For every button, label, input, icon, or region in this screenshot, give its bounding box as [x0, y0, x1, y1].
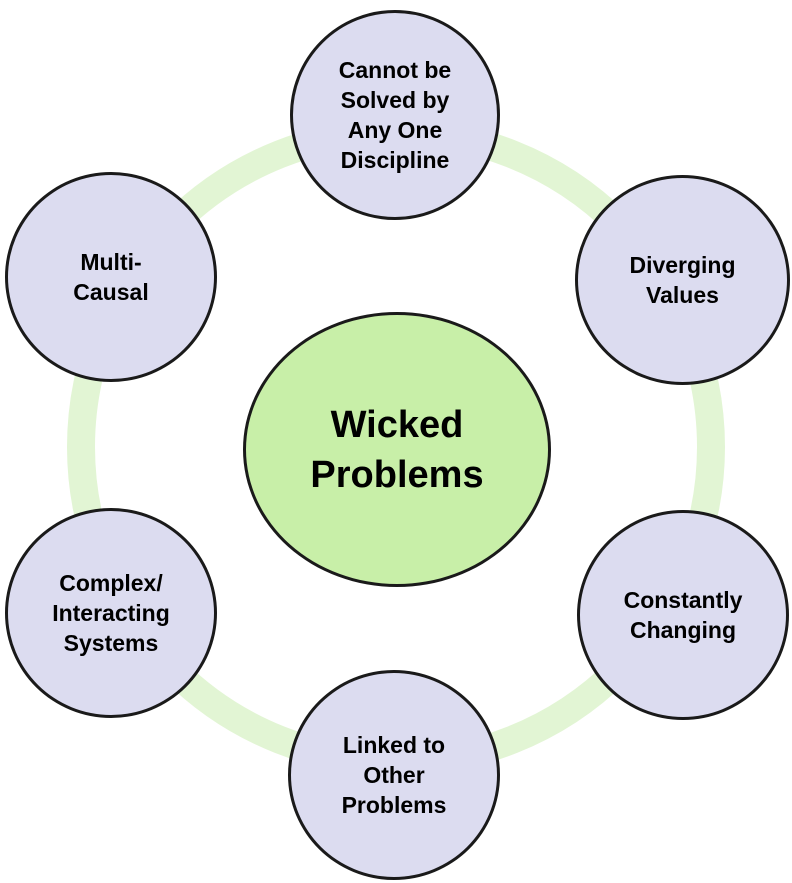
node-constantly-changing: Constantly Changing: [577, 510, 789, 720]
center-label: Wicked Problems: [310, 403, 484, 496]
node-label: Cannot be Solved by Any One Discipline: [338, 57, 452, 173]
node-label: Linked to Other Problems: [341, 732, 447, 818]
node-linked-to-other-problems: Linked to Other Problems: [288, 670, 500, 880]
center-node-wicked-problems: Wicked Problems: [243, 312, 551, 587]
node-label: Constantly Changing: [623, 587, 743, 643]
node-label: Multi- Causal: [73, 249, 149, 305]
node-multi-causal: Multi- Causal: [5, 172, 217, 382]
node-label: Complex/ Interacting Systems: [52, 570, 170, 656]
node-label: Diverging Values: [629, 252, 736, 308]
node-cannot-be-solved: Cannot be Solved by Any One Discipline: [290, 10, 500, 220]
node-diverging-values: Diverging Values: [575, 175, 790, 385]
node-complex-interacting-systems: Complex/ Interacting Systems: [5, 508, 217, 718]
